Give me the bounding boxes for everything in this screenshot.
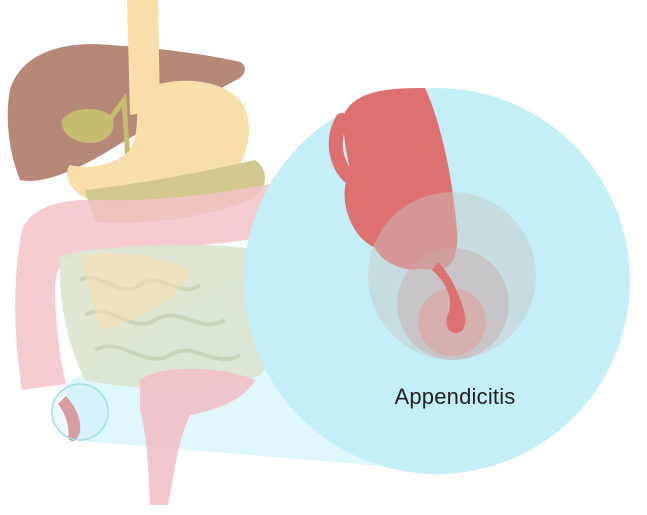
focus-circle [52, 384, 108, 440]
diagnosis-label: Appendicitis [340, 384, 570, 410]
